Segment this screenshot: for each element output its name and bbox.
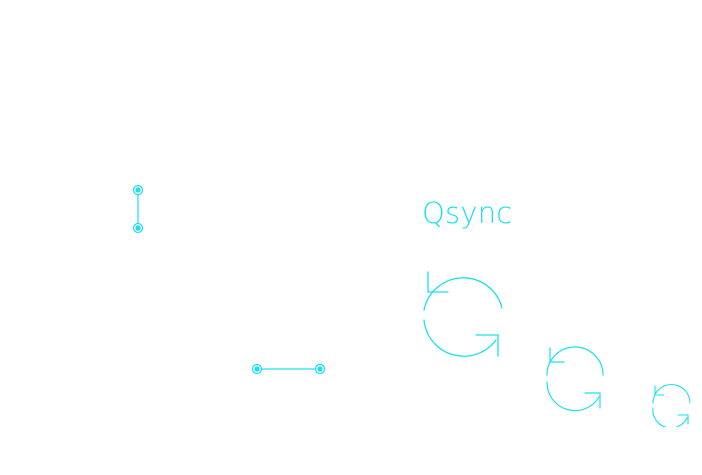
sync-icon [652,384,691,427]
sync-icon [423,271,503,357]
vertical-connector[interactable] [128,180,148,240]
app-title: Qsync [422,196,513,230]
sync-icon [546,346,604,411]
horizontal-connector[interactable] [247,359,331,379]
